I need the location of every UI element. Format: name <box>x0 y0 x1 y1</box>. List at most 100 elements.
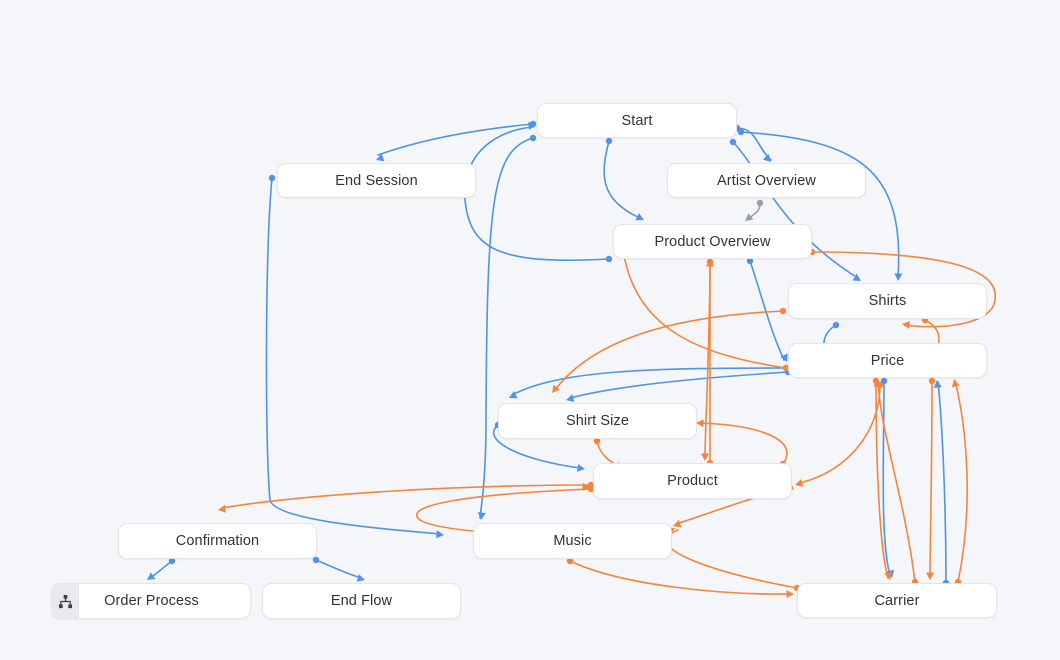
edge-arrowhead <box>673 519 682 528</box>
edge-path <box>736 127 772 161</box>
edge-source-dot <box>832 321 840 329</box>
edge-product_overview-to-product <box>701 258 714 461</box>
edge-arrowhead <box>509 391 518 399</box>
edge-arrowhead <box>701 453 710 461</box>
node-label: Product <box>667 473 718 489</box>
edge-arrowhead <box>886 569 895 578</box>
node-end_flow[interactable]: End Flow <box>262 583 461 619</box>
node-label: Music <box>553 533 592 549</box>
edge-arrowhead <box>706 259 714 267</box>
edge-arrowhead <box>528 121 536 130</box>
node-carrier[interactable]: Carrier <box>797 583 997 618</box>
edge-start-to-music <box>477 134 537 520</box>
edge-path <box>511 367 787 396</box>
node-product_overview[interactable]: Product Overview <box>613 224 812 259</box>
edge-path <box>704 261 711 459</box>
edge-source-dot <box>756 199 764 207</box>
edge-arrowhead <box>902 320 910 329</box>
edge-path <box>749 260 785 361</box>
node-confirmation[interactable]: Confirmation <box>118 523 317 559</box>
edge-carrier-to-price <box>873 379 919 586</box>
edge-shirts-to-shirt_size <box>552 307 787 393</box>
node-label: Start <box>621 112 653 129</box>
edge-arrowhead <box>951 379 960 388</box>
edge-source-dot <box>928 377 936 385</box>
edge-source-dot <box>706 258 714 266</box>
edge-source-dot <box>268 174 276 182</box>
edge-arrowhead <box>635 213 644 221</box>
node-start[interactable]: Start <box>537 103 737 138</box>
edge-price-to-product_overview <box>624 245 811 372</box>
edge-product_overview-to-start <box>464 121 613 263</box>
node-label: Product Overview <box>654 233 771 250</box>
edge-arrowhead <box>477 512 486 520</box>
edge-path <box>699 422 788 465</box>
edge-start-to-shirts <box>729 138 861 281</box>
edge-price-to-carrier <box>926 377 936 580</box>
node-end_session[interactable]: End Session <box>277 163 476 198</box>
edge-arrowhead <box>873 379 882 387</box>
edge-carrier-to-price <box>933 380 950 587</box>
edge-path <box>569 560 791 595</box>
edge-path <box>569 371 789 399</box>
edge-path <box>799 384 881 484</box>
edge-product_overview-to-price <box>746 257 788 362</box>
edge-price-to-carrier <box>880 377 895 578</box>
edge-arrowhead <box>745 213 754 221</box>
edge-arrowhead <box>894 273 903 281</box>
node-label: Carrier <box>874 592 920 609</box>
edge-arrowhead <box>552 384 560 393</box>
edge-path <box>479 137 534 519</box>
node-label: Shirts <box>868 293 907 309</box>
node-price[interactable]: Price <box>788 343 987 378</box>
node-shirts[interactable]: Shirts <box>788 283 987 319</box>
edge-path <box>747 202 761 220</box>
edge-source-dot <box>605 255 613 263</box>
edge-end_session-to-confirmation <box>265 174 444 539</box>
node-music[interactable]: Music <box>473 523 672 559</box>
edge-start-to-product_overview <box>603 137 644 221</box>
node-label: Price <box>870 352 905 369</box>
edge-price-to-product <box>795 381 884 487</box>
node-label: Artist Overview <box>717 172 816 189</box>
edge-path <box>929 380 933 579</box>
edge-arrowhead <box>933 380 942 388</box>
edge-source-dot <box>737 128 745 136</box>
node-label: End Flow <box>330 593 393 609</box>
edge-carrier-to-price <box>951 379 968 586</box>
edge-path <box>377 123 534 156</box>
edge-arrowhead <box>436 530 444 539</box>
edge-source-dot <box>880 377 888 385</box>
node-artist_overview[interactable]: Artist Overview <box>667 163 866 198</box>
edge-source-dot <box>729 138 737 146</box>
node-label: Order Process <box>104 593 199 609</box>
edge-path <box>221 484 592 509</box>
edge-confirmation-to-end_flow <box>312 556 365 582</box>
edge-path <box>624 245 809 369</box>
edge-arrowhead <box>786 590 794 599</box>
edge-price-to-shirt_size <box>509 364 790 399</box>
edge-arrowhead <box>577 463 585 472</box>
edge-path <box>554 310 784 391</box>
edge-path <box>882 380 891 576</box>
edge-path <box>464 126 610 262</box>
edge-path <box>954 380 968 583</box>
edge-arrowhead <box>147 572 156 580</box>
hierarchy-icon <box>52 584 79 618</box>
node-shirt_size[interactable]: Shirt Size <box>498 403 697 439</box>
edge-source-dot <box>779 307 787 315</box>
edge-confirmation-to-order_process <box>147 557 176 580</box>
node-order_process[interactable]: Order Process <box>51 583 251 619</box>
edge-path <box>265 177 441 535</box>
edge-source-dot <box>312 556 320 564</box>
edge-arrowhead <box>582 482 590 491</box>
edge-arrowhead <box>926 572 935 580</box>
edge-path <box>665 529 798 589</box>
edge-music-to-carrier <box>566 557 794 599</box>
node-product[interactable]: Product <box>593 463 792 499</box>
edge-product-to-product_overview <box>706 259 714 467</box>
edge-path <box>937 381 947 584</box>
edge-arrowhead <box>696 419 704 428</box>
